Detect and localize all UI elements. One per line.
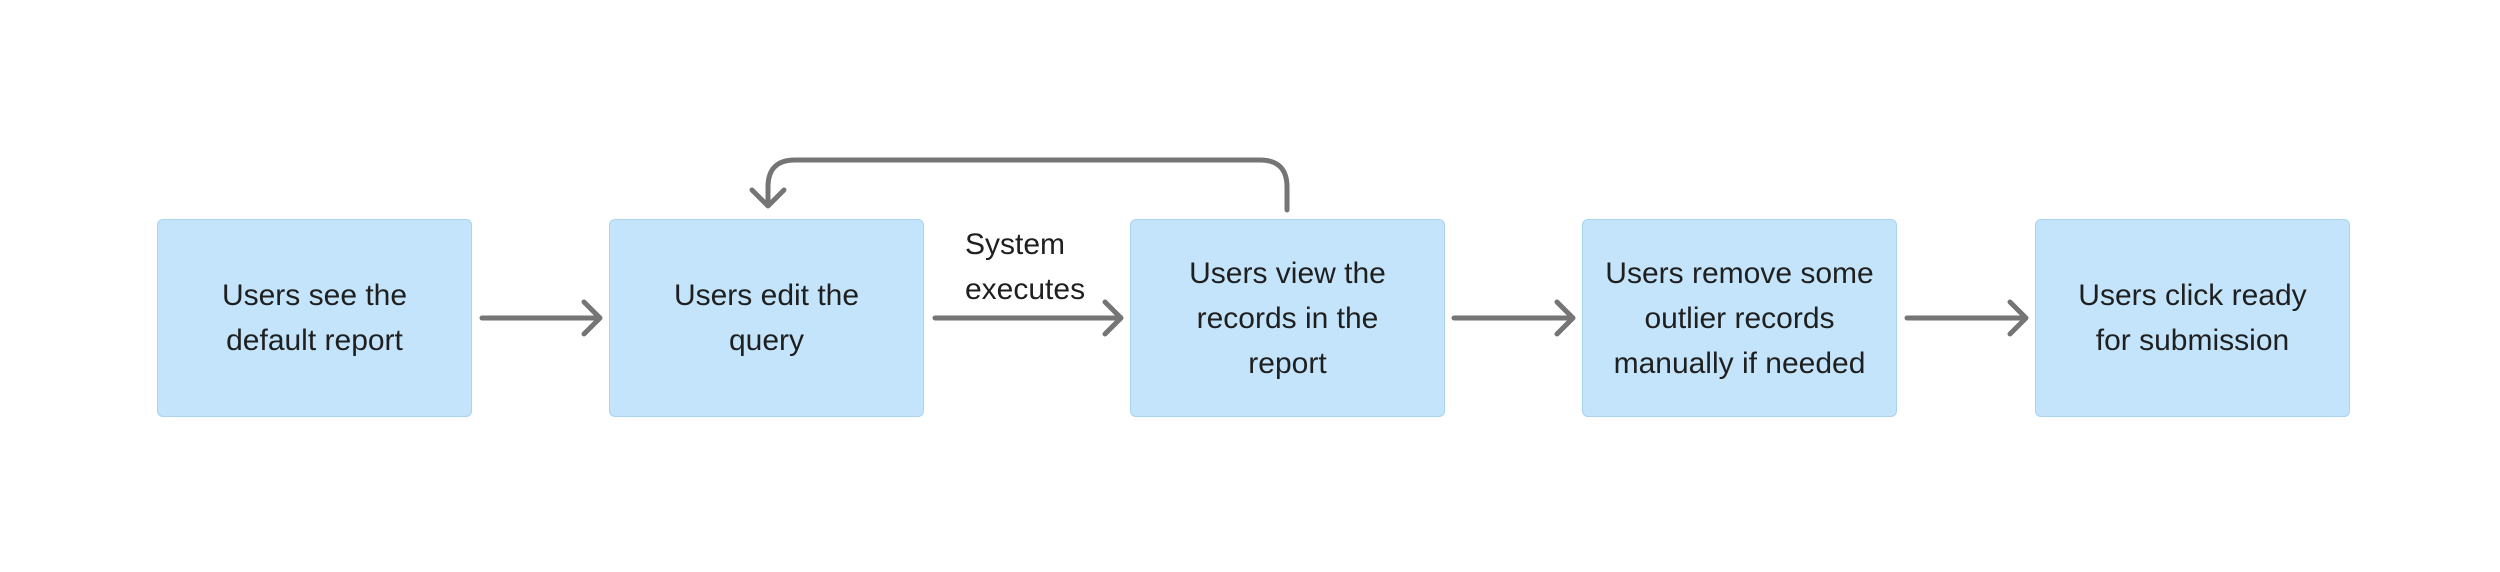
step-1-box: Users see the default report (157, 219, 472, 417)
edge-label-system-executes: System executes (965, 228, 1086, 306)
step-3-box: Users view the records in the report (1130, 219, 1445, 417)
arrow-step1-to-step2 (479, 299, 603, 337)
step-2-label: Users edit the query (673, 279, 860, 357)
step-3-label: Users view the records in the report (1189, 256, 1386, 380)
step-5-box: Users click ready for submission (2035, 219, 2350, 417)
step-1-label: Users see the default report (221, 279, 408, 357)
arrow-step3-to-step4 (1451, 299, 1576, 337)
arrow-step2-to-step3 (932, 299, 1124, 337)
arrow-step4-to-step5 (1904, 299, 2029, 337)
step-4-label: Users remove some outlier records manual… (1605, 256, 1874, 380)
step-2-box: Users edit the query (609, 219, 924, 417)
step-4-box: Users remove some outlier records manual… (1582, 219, 1897, 417)
arrow-loop-step3-to-step2 (749, 157, 1290, 213)
step-5-label: Users click ready for submission (2078, 279, 2307, 357)
